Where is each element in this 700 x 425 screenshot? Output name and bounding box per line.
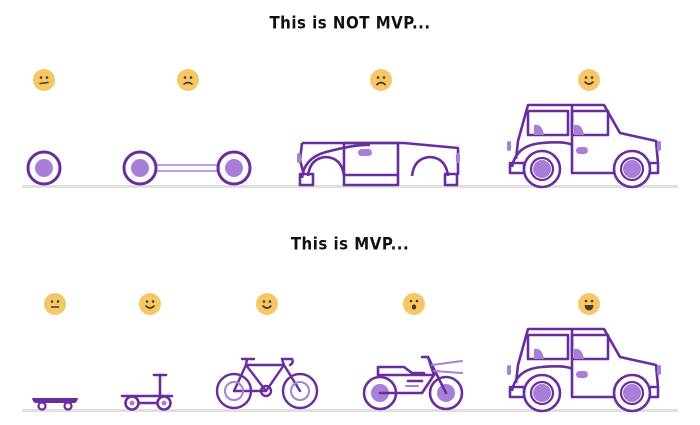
car-icon <box>507 327 661 413</box>
bottom-ground-line <box>22 409 678 412</box>
car-icon <box>507 103 661 189</box>
sad-face-icon <box>370 69 392 91</box>
smile-face-icon <box>256 293 278 315</box>
mvp-title: This is MVP... <box>290 234 410 254</box>
neutral-face-icon <box>44 293 66 315</box>
smile-face-icon <box>139 293 161 315</box>
surprised-face-icon <box>403 293 425 315</box>
skateboard-icon <box>32 398 78 411</box>
unhappy-face-icon <box>33 69 55 91</box>
axle-icon <box>122 150 252 186</box>
top-ground-line <box>22 185 678 188</box>
scooter-icon <box>120 373 174 411</box>
sad-face-icon <box>177 69 199 91</box>
car-body-icon <box>297 141 460 187</box>
smile-face-icon <box>578 69 600 91</box>
bicycle-icon <box>215 357 319 410</box>
big-smile-face-icon <box>578 293 600 315</box>
wheel-icon <box>26 150 62 186</box>
not-mvp-title: This is NOT MVP... <box>269 13 431 33</box>
motorcycle-icon <box>362 355 464 411</box>
